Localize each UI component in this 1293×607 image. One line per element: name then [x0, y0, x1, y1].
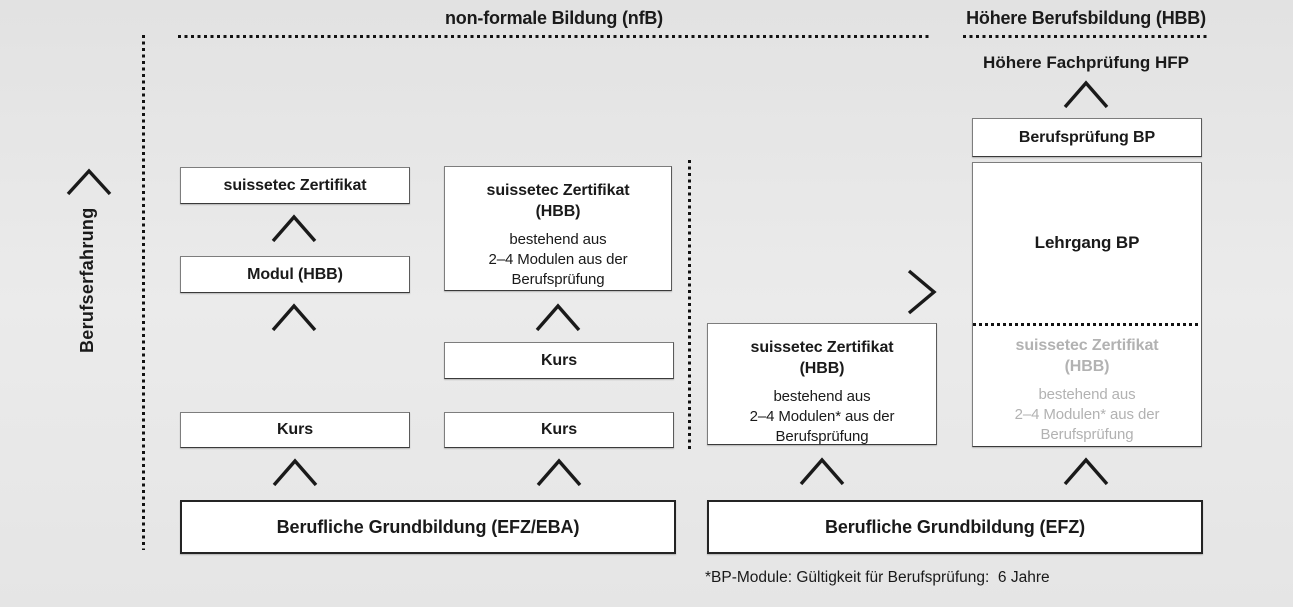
- cert-gray-section: suissetec Zertifikat (HBB) bestehend aus…: [973, 326, 1201, 445]
- cert-title: suissetec Zertifikat: [750, 339, 894, 356]
- header-non-formale-bildung: non-formale Bildung (nfB): [445, 8, 663, 28]
- cert-line: 2–4 Modulen* aus der: [1014, 406, 1160, 423]
- chevron-up-icon: [536, 457, 582, 487]
- box-kurs-col2-upper: Kurs: [444, 342, 674, 379]
- cert-line: 2–4 Modulen* aus der: [749, 408, 895, 425]
- section-separator-dotted-line: [688, 160, 691, 450]
- left-axis-dotted-line: [142, 35, 145, 550]
- cert-body: bestehend aus 2–4 Modulen* aus der Beruf…: [750, 387, 895, 447]
- cert-line: bestehend aus: [1038, 386, 1136, 403]
- chevron-up-icon: [1063, 79, 1109, 109]
- box-berufliche-grundbildung-efz: Berufliche Grundbildung (EFZ): [707, 500, 1203, 554]
- box-label: Kurs: [276, 421, 314, 438]
- box-berufspruefung-bp: Berufsprüfung BP: [972, 118, 1202, 157]
- header-hoehere-berufsbildung: Höhere Berufsbildung (HBB): [966, 8, 1206, 28]
- cert-body: bestehend aus 2–4 Modulen aus der Berufs…: [488, 230, 627, 290]
- cert-line: Berufsprüfung: [775, 428, 869, 445]
- cert-line: 2–4 Modulen aus der: [488, 251, 628, 268]
- chevron-up-icon: [799, 456, 845, 486]
- cert-subtitle: (HBB): [799, 360, 845, 377]
- chevron-up-icon: [1063, 456, 1109, 486]
- box-label: Berufsprüfung BP: [1018, 128, 1156, 146]
- chevron-up-icon: [535, 302, 581, 332]
- chevron-up-icon: [66, 168, 112, 196]
- chevron-up-icon: [272, 457, 318, 487]
- cert-subtitle: (HBB): [1064, 358, 1110, 375]
- footnote-bp-module: *BP-Module: Gültigkeit für Berufsprüfung…: [705, 569, 1050, 586]
- box-suissetec-zertifikat: suissetec Zertifikat: [180, 167, 410, 204]
- box-berufliche-grundbildung-efz-eba: Berufliche Grundbildung (EFZ/EBA): [180, 500, 676, 554]
- label-hoehere-fachpruefung-hfp: Höhere Fachprüfung HFP: [983, 53, 1189, 72]
- cert-title: suissetec Zertifikat: [1015, 337, 1159, 354]
- chevron-right-icon: [906, 269, 938, 315]
- cert-body: bestehend aus 2–4 Modulen* aus der Beruf…: [1015, 385, 1160, 445]
- box-label: Kurs: [540, 421, 578, 438]
- cert-title: suissetec Zertifikat: [486, 182, 630, 199]
- lehrgang-dotted-divider: [973, 323, 1201, 326]
- box-kurs-col1: Kurs: [180, 412, 410, 448]
- cert-line: Berufsprüfung: [511, 271, 605, 288]
- box-label: Kurs: [540, 351, 578, 369]
- chevron-up-icon: [271, 302, 317, 332]
- box-modul-hbb: Modul (HBB): [180, 256, 410, 293]
- cert-line: Berufsprüfung: [1040, 426, 1134, 443]
- box-label: Berufliche Grundbildung (EFZ/EBA): [276, 516, 580, 537]
- experience-axis-label: Berufserfahrung: [77, 207, 97, 353]
- lehrgang-label: Lehrgang BP: [1034, 233, 1140, 252]
- box-lehrgang-bp: Lehrgang BP suissetec Zertifikat (HBB) b…: [972, 162, 1202, 447]
- box-suissetec-zertifikat-hbb-col3: suissetec Zertifikat (HBB) bestehend aus…: [707, 323, 937, 445]
- cert-subtitle: (HBB): [535, 203, 581, 220]
- cert-line: bestehend aus: [509, 231, 607, 248]
- cert-line: bestehend aus: [773, 388, 871, 405]
- box-label: Modul (HBB): [247, 265, 343, 283]
- box-label: suissetec Zertifikat: [223, 176, 367, 194]
- box-kurs-col2-lower: Kurs: [444, 412, 674, 448]
- box-label: Berufliche Grundbildung (EFZ): [824, 516, 1086, 537]
- chevron-up-icon: [271, 213, 317, 243]
- header-hbb-dotted-underline: [963, 35, 1210, 38]
- header-nfb-dotted-underline: [178, 35, 930, 38]
- box-suissetec-zertifikat-hbb-col2: suissetec Zertifikat (HBB) bestehend aus…: [444, 166, 672, 291]
